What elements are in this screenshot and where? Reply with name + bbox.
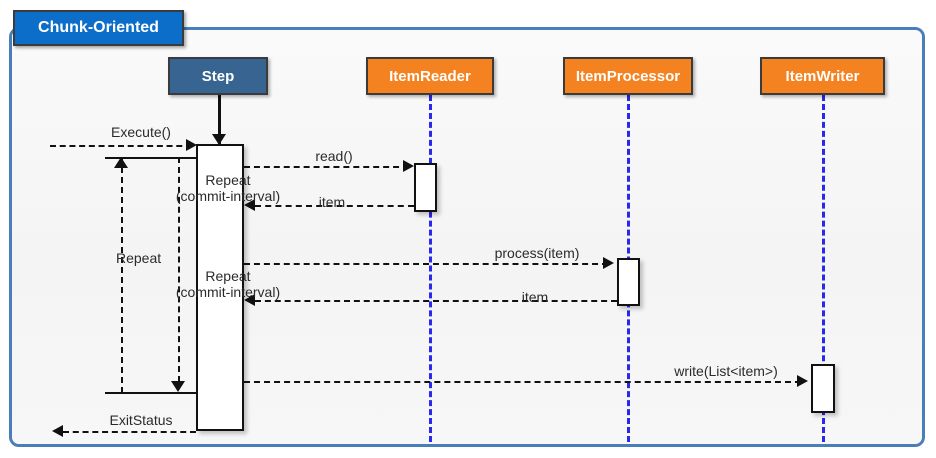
read-loop-label-line1: Repeat: [205, 172, 251, 188]
message-item2-arrowhead: [244, 294, 255, 306]
diagram-title-label: Chunk-Oriented: [38, 19, 159, 36]
message-write-arrowhead: [797, 375, 808, 387]
lifeline-step: [218, 95, 221, 145]
message-execute-line: [50, 145, 192, 147]
diagram-title-tab: Chunk-Oriented: [13, 10, 184, 46]
actor-itemprocessor[interactable]: ItemProcessor: [563, 57, 693, 95]
read-loop-label-line2: (commit-interval): [175, 188, 281, 204]
message-item1-label: item: [318, 194, 346, 210]
outer-loop-top-arrowhead: [114, 157, 128, 168]
actor-step-label: Step: [201, 67, 235, 85]
message-process-line: [244, 263, 608, 265]
activation-step: [196, 144, 244, 431]
read-loop-label: Repeat (commit-interval): [176, 172, 280, 204]
message-write-line: [244, 381, 801, 383]
outer-loop-bottom-arrowhead: [171, 381, 185, 392]
message-execute-label: Execute(): [111, 124, 171, 140]
message-item1-arrowhead: [244, 199, 255, 211]
activation-itemreader: [414, 163, 437, 212]
outer-loop-top-line: [105, 157, 196, 159]
actor-itemreader-label: ItemReader: [389, 67, 471, 85]
message-read-arrowhead: [403, 160, 414, 172]
step-create-arrowhead: [212, 134, 226, 145]
message-write-label: write(List<item>): [674, 363, 778, 379]
message-read-line: [244, 166, 409, 168]
actor-itemprocessor-label: ItemProcessor: [575, 67, 681, 85]
message-exitstatus-label: ExitStatus: [109, 412, 173, 428]
actor-itemwriter-label: ItemWriter: [785, 67, 860, 85]
actor-itemreader[interactable]: ItemReader: [366, 57, 494, 95]
actor-itemwriter[interactable]: ItemWriter: [760, 57, 885, 95]
outer-loop-bottom-line: [105, 392, 196, 394]
message-exitstatus-arrowhead: [52, 425, 63, 437]
process-loop-label: Repeat (commit-interval): [176, 268, 280, 300]
lifeline-itemwriter: [822, 95, 825, 442]
lifeline-itemreader: [429, 95, 432, 442]
actor-step[interactable]: Step: [168, 57, 268, 95]
diagram-frame: [9, 27, 925, 447]
activation-itemprocessor: [617, 258, 640, 306]
message-item2-label: item: [521, 289, 549, 305]
message-read-label: read(): [315, 148, 353, 164]
outer-loop-right-line: [178, 157, 180, 382]
message-execute-arrowhead: [186, 139, 197, 151]
message-process-arrowhead: [603, 257, 614, 269]
message-process-label: process(item): [494, 245, 580, 261]
message-item1-line: [255, 205, 414, 207]
outer-loop-left-line: [121, 157, 123, 393]
process-loop-label-line2: (commit-interval): [175, 284, 281, 300]
outer-loop-label: Repeat: [116, 250, 162, 266]
activation-itemwriter: [811, 364, 835, 413]
message-item2-line: [255, 300, 617, 302]
message-exitstatus-line: [63, 431, 196, 433]
process-loop-label-line1: Repeat: [205, 268, 251, 284]
